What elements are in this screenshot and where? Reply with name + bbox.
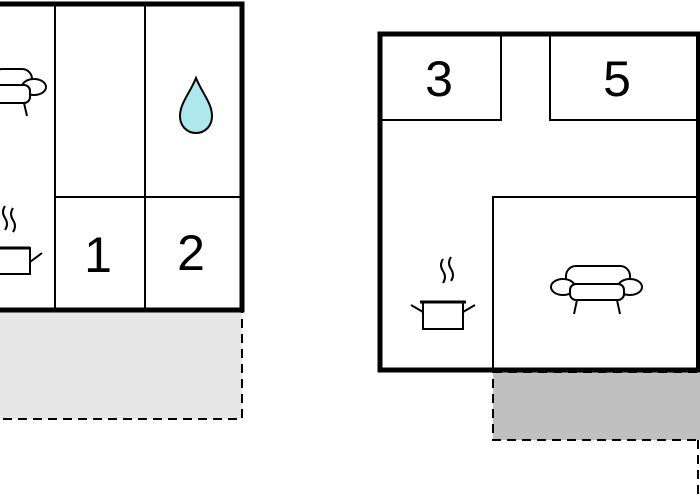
room-5-wall bbox=[549, 34, 698, 121]
living-room-wall bbox=[492, 196, 698, 370]
left-unit: 1 2 bbox=[0, 1, 245, 420]
left-terrace bbox=[0, 310, 243, 420]
room-3-wall bbox=[380, 34, 502, 121]
sofa-icon bbox=[0, 68, 47, 117]
room-label-3: 3 bbox=[425, 51, 453, 107]
right-unit: 3 5 bbox=[377, 31, 700, 500]
room-label-1: 1 bbox=[84, 227, 112, 283]
cooking-pot-icon bbox=[0, 205, 43, 275]
right-terrace bbox=[492, 371, 700, 441]
room-label-5: 5 bbox=[603, 51, 631, 107]
left-outer-wall bbox=[0, 1, 245, 313]
right-outer-wall bbox=[377, 31, 700, 373]
water-drop-icon bbox=[178, 75, 214, 135]
cooking-pot-icon bbox=[410, 256, 476, 330]
room-label-2: 2 bbox=[177, 225, 205, 281]
sofa-icon bbox=[550, 265, 643, 315]
